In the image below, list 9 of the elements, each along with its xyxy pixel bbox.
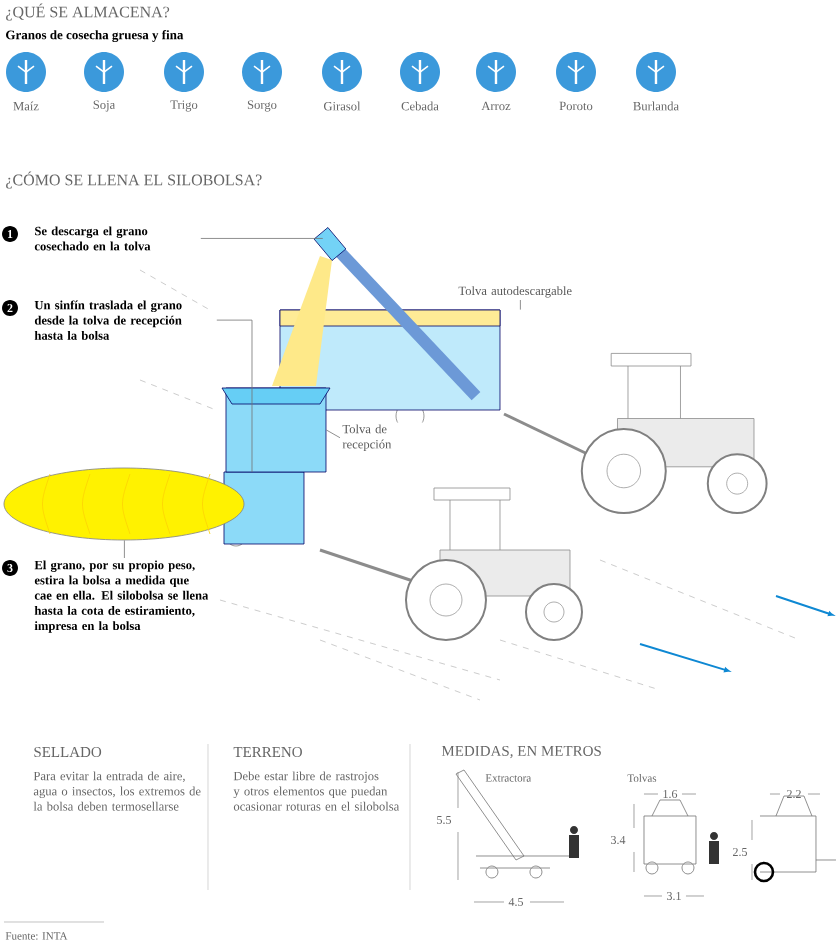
silo-bag [3, 467, 245, 541]
leader-line [200, 238, 324, 239]
leader-line [520, 299, 521, 310]
leader-line [124, 540, 125, 559]
leader-line [326, 429, 341, 439]
section-heading: ¿CÓMO SE LLENA EL SILOBOLSA? [6, 171, 262, 189]
auger-spout [313, 227, 347, 261]
leader-line [216, 319, 253, 473]
section-heading: ¿QUÉ SE ALMACENA? [6, 3, 170, 21]
